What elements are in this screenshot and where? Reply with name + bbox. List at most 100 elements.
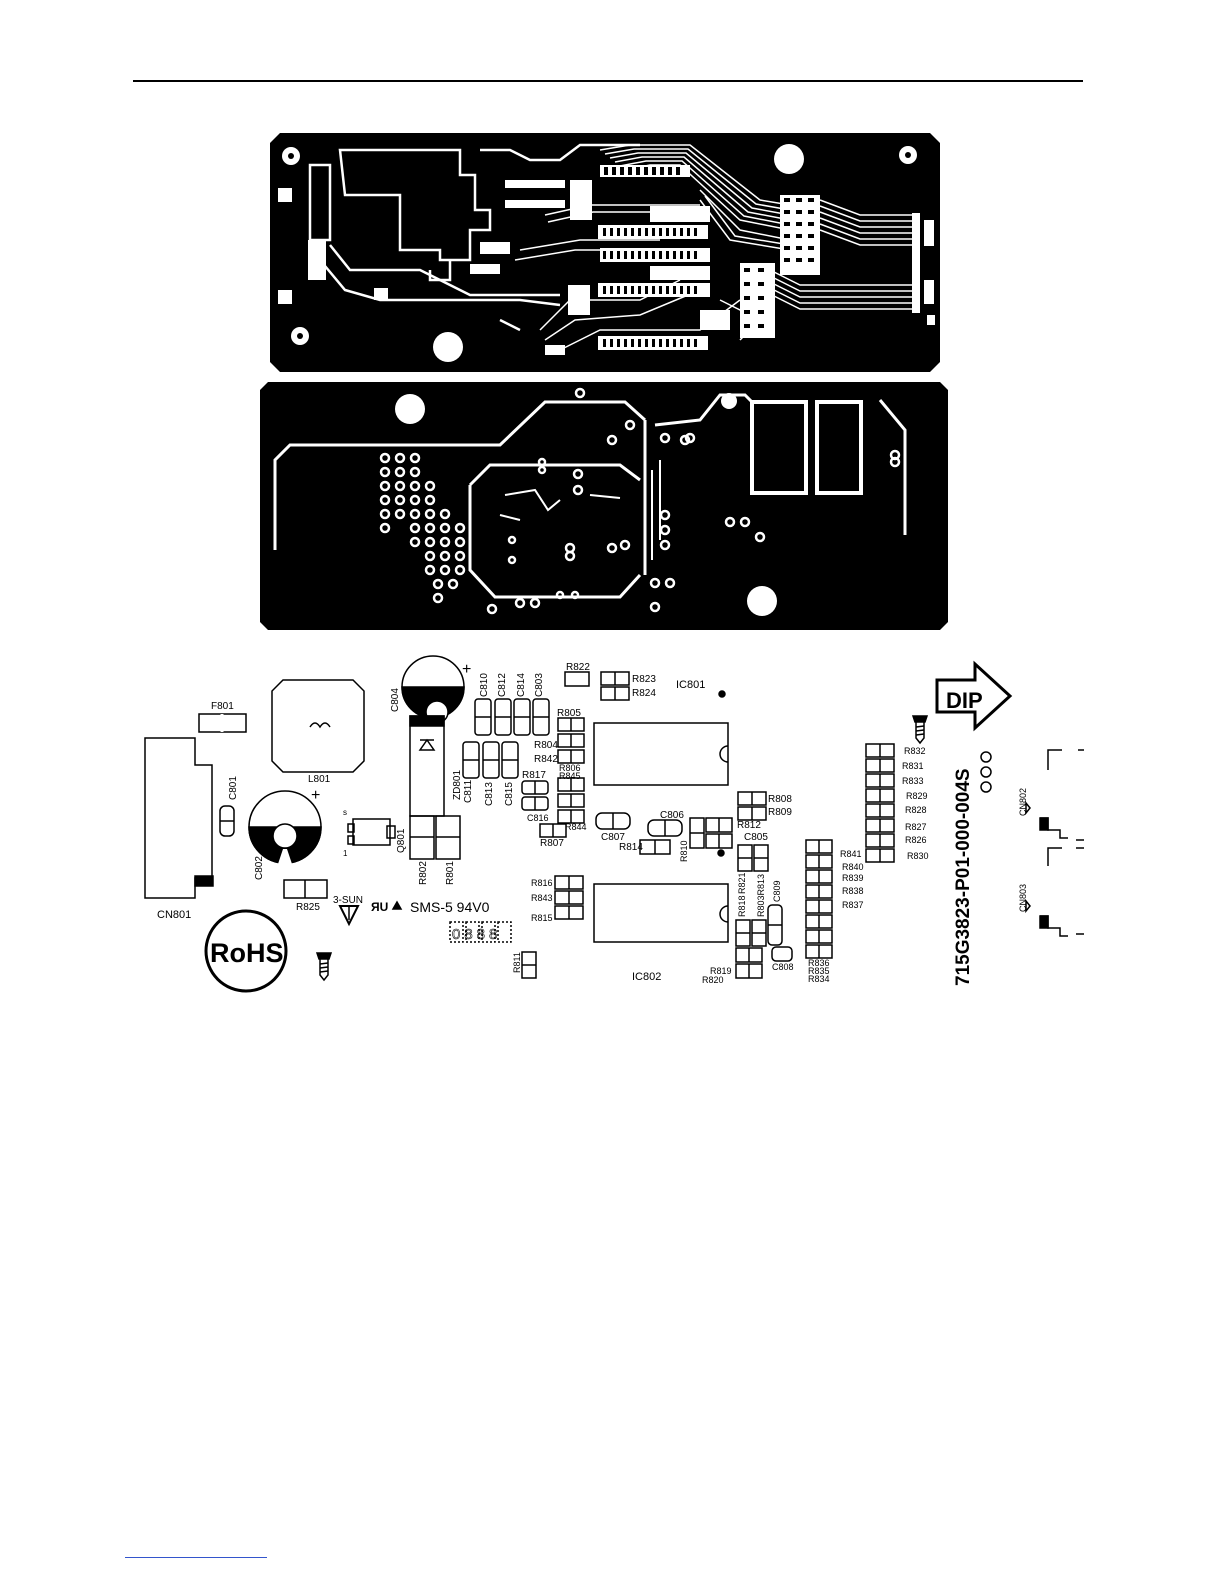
cn801-pin1-marker [194, 875, 214, 887]
silkscreen-layer [144, 655, 1084, 993]
pcb-bottom-layer [260, 382, 948, 630]
ic801-outline [593, 722, 729, 786]
rohs-circle-icon [204, 909, 288, 993]
label-r825: R825 [296, 902, 320, 913]
ic802-outline [593, 883, 729, 943]
label-r824: R824 [632, 688, 656, 699]
label-r845: R845 [559, 771, 581, 781]
board-number: 715G3823-P01-000-004S [953, 768, 974, 986]
label-r823: R823 [632, 674, 656, 685]
label-c806: C806 [660, 810, 684, 821]
label-r826: R826 [905, 835, 927, 845]
label-c808: C808 [772, 962, 794, 972]
label-c815: C815 [504, 782, 515, 806]
silkscreen-labels: F801 L801 C801 C802 C804 C810 C812 C814 … [157, 661, 1028, 986]
material-label: SMS-5 94V0 [410, 899, 490, 915]
label-r833: R833 [902, 776, 924, 786]
label-r843: R843 [531, 893, 553, 903]
warning-triangle-icon [391, 900, 403, 910]
label-c812: C812 [497, 673, 508, 697]
label-c814: C814 [516, 673, 527, 697]
q801-pin-s: s [343, 808, 347, 817]
rohs-label: RoHS [210, 938, 284, 968]
label-r835: R835 [808, 966, 830, 976]
label-r841: R841 [840, 849, 862, 859]
q801-outline [352, 818, 391, 846]
dip-arrow-icon [935, 660, 1013, 732]
label-r819: R819 [710, 966, 732, 976]
q801-pin-1: 1 [343, 849, 348, 858]
label-r830: R830 [907, 851, 929, 861]
footer-link-rule [125, 1557, 267, 1558]
screw-icon [911, 715, 929, 745]
date-code-boxes [449, 921, 512, 943]
label-r806: R806 [559, 763, 581, 773]
label-r802: R802 [418, 861, 429, 885]
zd801-outline [409, 715, 445, 817]
label-r809: R809 [768, 807, 792, 818]
label-r812: R812 [737, 820, 761, 831]
screw-icon [315, 952, 333, 982]
label-c810: C810 [479, 673, 490, 697]
label-r810: R810 [679, 840, 689, 862]
label-c807: C807 [601, 832, 625, 843]
label-r837: R837 [842, 900, 864, 910]
label-c809: C809 [772, 880, 782, 902]
label-r820: R820 [702, 975, 724, 985]
label-cn801: CN801 [157, 909, 191, 921]
label-r838: R838 [842, 886, 864, 896]
label-r829: R829 [906, 791, 928, 801]
label-ic802: IC802 [632, 971, 661, 983]
maker-label: 3-SUN [333, 895, 363, 906]
label-c804: C804 [390, 688, 401, 712]
label-r816: R816 [531, 878, 553, 888]
label-l801: L801 [308, 774, 331, 785]
l801-outline [271, 679, 365, 773]
label-r831: R831 [902, 761, 924, 771]
label-r801: R801 [445, 861, 456, 885]
label-r811: R811 [512, 952, 522, 973]
label-r828: R828 [905, 805, 927, 815]
label-ic801: IC801 [676, 679, 705, 691]
label-r840: R840 [842, 862, 864, 872]
label-r842: R842 [534, 754, 558, 765]
label-c816: C816 [527, 813, 549, 823]
label-r817: R817 [522, 770, 546, 781]
label-f801: F801 [211, 701, 234, 712]
label-c805: C805 [744, 832, 768, 843]
date-code: 0888 [452, 926, 501, 943]
label-r844: R844 [565, 822, 587, 832]
label-c813: C813 [484, 782, 495, 806]
cn802-outline [1047, 749, 1062, 770]
label-r827: R827 [905, 822, 927, 832]
label-r814: R814 [619, 842, 643, 853]
pcb-top-layer [270, 133, 940, 372]
header-rule [133, 80, 1083, 82]
label-zd801: ZD801 [452, 770, 463, 800]
label-r834: R834 [808, 974, 830, 984]
c802-plus-mark: + [311, 787, 320, 804]
label-c802: C802 [254, 856, 265, 880]
label-r815: R815 [531, 913, 553, 923]
label-r821: R821 [737, 872, 747, 894]
label-r803r813: R803R813 [756, 874, 766, 917]
label-r818: R818 [737, 895, 747, 917]
label-q801: Q801 [396, 828, 407, 853]
ul-mark: ЯU [371, 900, 388, 914]
cn801-outline [144, 737, 213, 899]
c804-plus-mark: + [462, 661, 471, 678]
label-r839: R839 [842, 873, 864, 883]
label-r808: R808 [768, 794, 792, 805]
label-r832: R832 [904, 746, 926, 756]
label-c811: C811 [463, 779, 474, 803]
label-r804: R804 [534, 740, 558, 751]
label-r836: R836 [808, 958, 830, 968]
cn803-outline [1047, 847, 1062, 866]
label-c803: C803 [534, 673, 545, 697]
label-r807: R807 [540, 838, 564, 849]
label-cn803: CN803 [1018, 884, 1028, 912]
dip-label: DIP [946, 688, 983, 713]
label-c801: C801 [228, 776, 239, 800]
label-r822: R822 [566, 662, 590, 673]
